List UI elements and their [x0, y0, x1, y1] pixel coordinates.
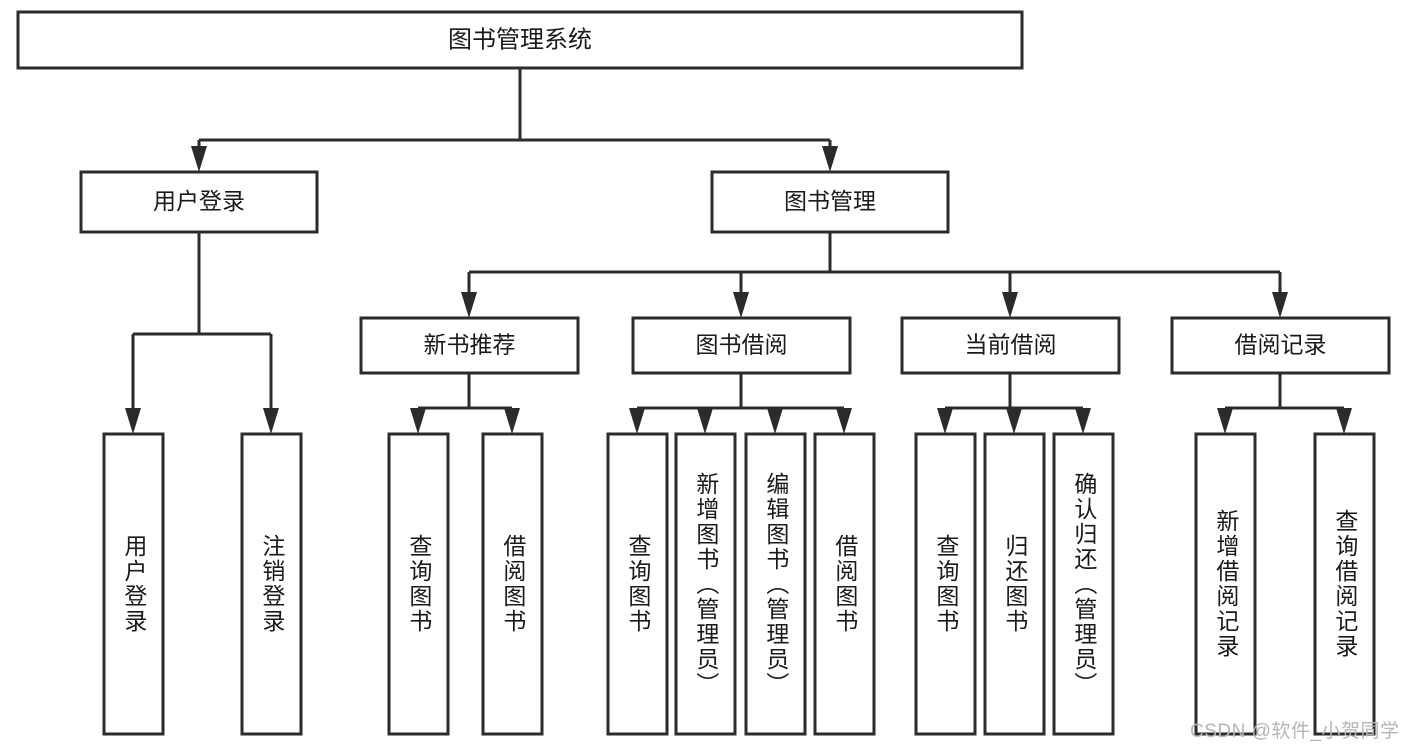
node-box-leaf-add-record[interactable]: [1194, 432, 1257, 736]
arrow-head-icon: [733, 292, 749, 318]
connector-root: [191, 68, 838, 172]
node-box-leaf-query-book-1[interactable]: [387, 432, 450, 736]
node-box-leaf-query-record[interactable]: [1313, 432, 1376, 736]
csdn-watermark: CSDN @软件_小贺同学: [1190, 721, 1400, 742]
node-box-leaf-query-book-3[interactable]: [914, 432, 977, 736]
node-box-leaf-confirm-return[interactable]: [1052, 432, 1115, 736]
node-box-l2-login[interactable]: [79, 170, 319, 234]
node-box-leaf-logout[interactable]: [240, 432, 303, 736]
node-label-l3-current: 当前借阅: [965, 332, 1057, 358]
arrow-head-icon: [125, 408, 141, 434]
node-label-l3-record: 借阅记录: [1235, 332, 1327, 358]
arrow-head-icon: [191, 146, 207, 172]
arrow-head-icon: [629, 408, 645, 434]
arrow-head-icon: [1336, 408, 1352, 434]
arrow-head-icon: [1217, 408, 1233, 434]
node-box-leaf-query-book-2[interactable]: [606, 432, 669, 736]
connector-l2-book: [461, 232, 1288, 318]
arrow-head-icon: [836, 408, 852, 434]
node-box-l3-current[interactable]: [900, 316, 1121, 375]
node-label-l3-borrow: 图书借阅: [696, 332, 788, 358]
boxes-layer: [16, 10, 1391, 736]
node-box-root[interactable]: [16, 10, 1024, 70]
arrow-head-icon: [767, 408, 783, 434]
node-box-l2-book[interactable]: [710, 170, 950, 234]
arrow-head-icon: [263, 408, 279, 434]
arrow-head-icon: [504, 408, 520, 434]
node-box-leaf-borrow-book-1[interactable]: [481, 432, 544, 736]
node-label-l2-login: 用户登录: [153, 188, 245, 214]
arrow-head-icon: [937, 408, 953, 434]
node-box-leaf-add-book[interactable]: [674, 432, 737, 736]
arrow-head-icon: [1006, 408, 1022, 434]
node-label-l2-book: 图书管理: [784, 188, 876, 214]
connector-l3-recommend: [410, 373, 520, 434]
node-label-root: 图书管理系统: [448, 26, 592, 53]
node-box-l3-borrow[interactable]: [631, 316, 852, 375]
arrow-head-icon: [461, 292, 477, 318]
node-box-leaf-user-login[interactable]: [102, 432, 165, 736]
connector-l2-login: [125, 232, 279, 434]
arrow-head-icon: [697, 408, 713, 434]
connectors-layer: [125, 68, 1352, 434]
arrow-head-icon: [1272, 292, 1288, 318]
node-label-l3-recommend: 新书推荐: [424, 332, 516, 358]
arrow-head-icon: [1075, 408, 1091, 434]
arrow-head-icon: [1002, 292, 1018, 318]
node-box-leaf-return-book[interactable]: [983, 432, 1046, 736]
connector-l3-current: [937, 373, 1091, 434]
node-box-leaf-borrow-book-2[interactable]: [813, 432, 876, 736]
arrow-head-icon: [822, 146, 838, 172]
node-box-l3-recommend[interactable]: [359, 316, 580, 375]
arrow-head-icon: [410, 408, 426, 434]
connector-l3-borrow: [629, 373, 852, 434]
node-box-leaf-edit-book[interactable]: [744, 432, 807, 736]
connector-l3-record: [1217, 373, 1352, 434]
node-box-l3-record[interactable]: [1170, 316, 1391, 375]
